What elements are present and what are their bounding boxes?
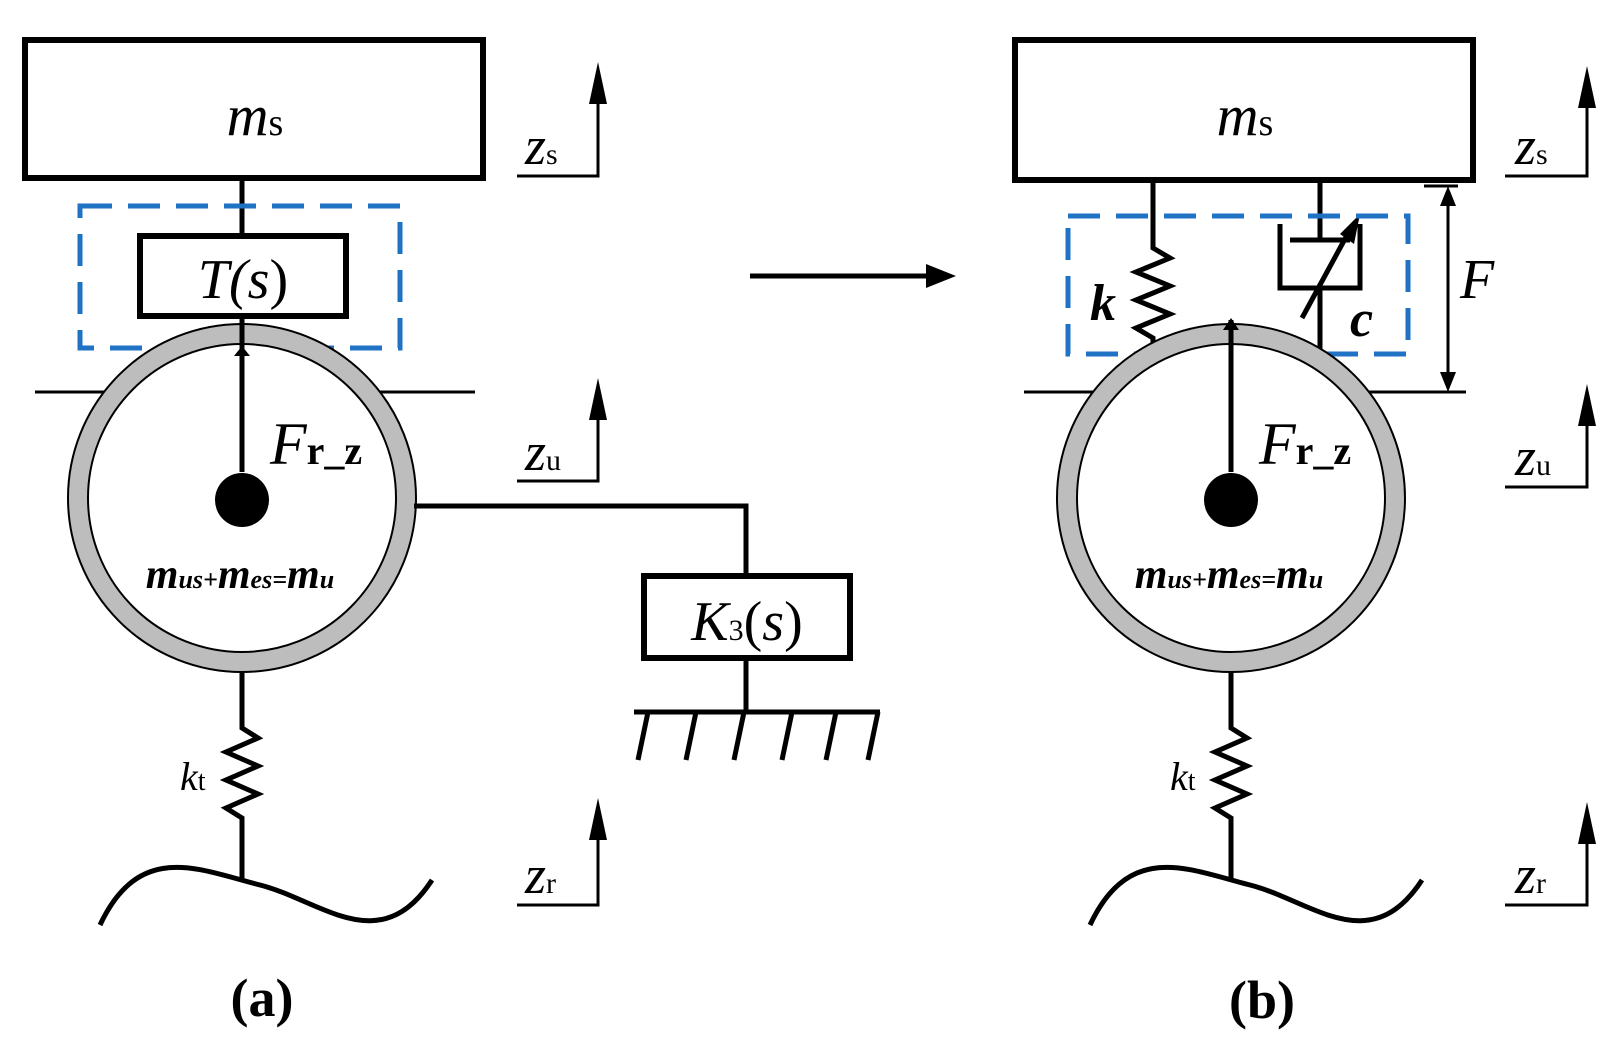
force-arrowhead-a: [234, 346, 250, 356]
road-profile-a: [97, 864, 435, 927]
svg-text:zs: zs: [524, 116, 558, 176]
force-total-label-b: F: [1459, 249, 1495, 311]
transfer-function-label: T(s): [198, 249, 288, 311]
panel-a: ms T(s) Fr_z mus+mes=mu kt K3(s): [22, 37, 881, 1028]
caption-a: (a): [231, 968, 294, 1028]
sprung-mass-label-b: ms: [1217, 83, 1274, 148]
zu-indicator-b: zu: [1505, 384, 1596, 489]
tire-spring-label-b: kt: [1170, 754, 1196, 799]
wheel-hub-b: [1204, 473, 1258, 527]
controller-label: K3(s): [690, 591, 802, 653]
svg-text:zu: zu: [1514, 427, 1551, 487]
svg-text:zu: zu: [524, 422, 561, 482]
sprung-mass-box-a: [22, 37, 486, 181]
svg-text:zs: zs: [1514, 116, 1548, 176]
tire-spring-label-a: kt: [180, 754, 206, 799]
zu-indicator-a: zu: [517, 378, 607, 483]
svg-text:zr: zr: [524, 845, 556, 905]
transfer-function-block: [137, 233, 349, 319]
wheel-mass-label-a: mus+mes=mu: [146, 552, 334, 598]
force-double-arrow-b: [1424, 184, 1458, 392]
zr-indicator-b: zr: [1505, 802, 1596, 907]
transform-arrow: [750, 264, 956, 288]
tire-spring-a: [219, 672, 265, 880]
zr-indicator-a: zr: [517, 798, 607, 907]
sprung-mass-label-a: ms: [227, 83, 284, 148]
spring-label-b: k: [1090, 275, 1116, 332]
force-arrowhead-b: [1223, 318, 1239, 330]
road-profile-b: [1087, 864, 1425, 927]
zs-indicator-a: zs: [517, 62, 607, 178]
controller-link-a: [414, 503, 749, 576]
svg-text:zr: zr: [1514, 845, 1546, 905]
force-label-b: Fr_z: [1258, 411, 1351, 477]
tire-spring-b: [1208, 672, 1254, 880]
wheel-mass-label-b: mus+mes=mu: [1135, 552, 1323, 598]
zs-indicator-b: zs: [1505, 66, 1596, 178]
wheel-hub-a: [215, 473, 269, 527]
ground-hatch-a: [635, 711, 881, 761]
panel-b: ms k c F: [1012, 37, 1596, 1030]
caption-b: (b): [1229, 970, 1295, 1030]
variable-damper-b: [1277, 180, 1363, 392]
suspension-dashed-box-a: [77, 203, 403, 351]
suspension-spring-b: [1129, 180, 1177, 392]
damper-label-b: c: [1350, 291, 1373, 348]
force-label-a: Fr_z: [269, 411, 362, 477]
controller-block: [641, 573, 853, 661]
sprung-mass-box-b: [1012, 37, 1476, 183]
